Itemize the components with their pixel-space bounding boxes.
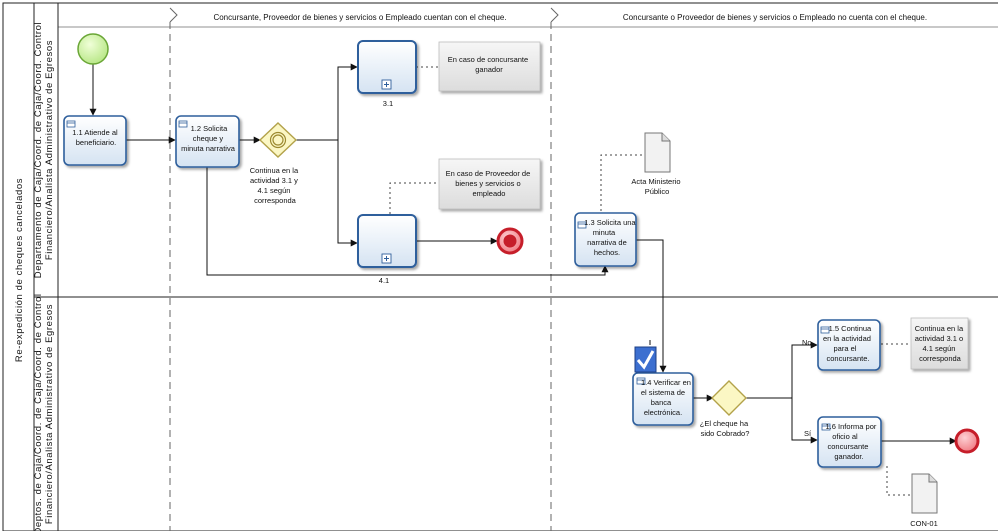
gateway-exclusive[interactable] bbox=[711, 380, 747, 416]
expand-marker-icon bbox=[381, 253, 392, 264]
task-1-2[interactable] bbox=[175, 115, 240, 168]
start-event[interactable] bbox=[77, 33, 109, 65]
document-icon[interactable] bbox=[911, 473, 938, 514]
task-1-4-label: 1.4 Verificar en el sistema de banca ele… bbox=[641, 378, 693, 417]
lane-label-line: Financiero/Analista Administrativo de Eg… bbox=[44, 304, 55, 524]
task-1-4-icon bbox=[636, 377, 646, 385]
annotation-3-text: Continua en la actividad 3.1 o 4.1 según… bbox=[915, 324, 965, 363]
task-1-3-icon bbox=[577, 221, 587, 229]
task-1-6-icon bbox=[821, 423, 831, 431]
task-1-1-icon bbox=[66, 120, 76, 128]
phase-separator-1 bbox=[169, 7, 178, 531]
task-1-5[interactable] bbox=[817, 319, 881, 371]
task-1-2-icon bbox=[178, 120, 188, 128]
end-event-2[interactable] bbox=[954, 428, 980, 454]
subprocess-3-1-label: 3.1 bbox=[383, 99, 393, 108]
gateway-exclusive-label: ¿El cheque ha sido Cobrado? bbox=[700, 419, 750, 438]
subprocess-3-1[interactable] bbox=[357, 40, 417, 94]
task-1-3[interactable] bbox=[574, 212, 637, 267]
sequence-flows bbox=[89, 63, 957, 445]
document-icon[interactable] bbox=[644, 132, 671, 173]
annotation-1-text: En caso de concursante ganador bbox=[448, 55, 531, 74]
edge-label-4-1: 4.1 bbox=[379, 276, 389, 285]
flow-label-si: Sí bbox=[804, 429, 812, 438]
gateway-inclusive-label: Continua en la actividad 3.1 y 4.1 según… bbox=[250, 166, 300, 205]
task-1-5-label: 1.5 Continua en la actividad para el con… bbox=[823, 324, 873, 363]
subprocess-4-1[interactable] bbox=[357, 214, 417, 268]
task-1-6-label: 1.6 Informa por oficio al concursante ga… bbox=[826, 422, 879, 461]
checkmark-icon bbox=[634, 340, 657, 373]
annotation-2-text: En caso de Proveedor de bienes y servici… bbox=[446, 169, 533, 198]
svg-text:Departamento de Caja/Coord. de: Departamento de Caja/Coord. de Caja/Coor… bbox=[33, 22, 55, 279]
document-1-label: Acta Ministerio Público bbox=[631, 177, 682, 196]
expand-marker-icon bbox=[381, 79, 392, 90]
annotation-2 bbox=[438, 158, 541, 210]
task-1-1[interactable] bbox=[63, 115, 127, 166]
task-1-3-label: 1.3 Solicita una minuta narrativa de hec… bbox=[584, 218, 637, 257]
phase-title-2: Concursante o Proveedor de bienes y serv… bbox=[623, 13, 927, 22]
task-1-5-icon bbox=[820, 326, 830, 334]
task-1-6[interactable] bbox=[817, 416, 882, 468]
annotation-1 bbox=[438, 41, 541, 92]
phase-title-1: Concursante, Proveedor de bienes y servi… bbox=[213, 13, 506, 22]
document-2-label: CON-01 bbox=[910, 519, 938, 528]
lane-label-line: Financiero/Analista Administrativo de Eg… bbox=[44, 40, 55, 260]
lane-label-line: Deptos. de Caja/Coord. de Caja/Coord. de… bbox=[33, 293, 44, 531]
pool-title: Re-expedición de cheques cancelados bbox=[14, 178, 25, 362]
lane-1-header: Departamento de Caja/Coord. de Caja/Coor… bbox=[33, 22, 55, 279]
gateway-inclusive[interactable] bbox=[258, 122, 298, 158]
end-event-1[interactable] bbox=[496, 227, 524, 255]
phase-separator-2 bbox=[550, 7, 559, 531]
lane-2-header: Deptos. de Caja/Coord. de Caja/Coord. de… bbox=[33, 293, 55, 531]
task-1-2-label: 1.2 Solicita cheque y minuta narrativa bbox=[181, 124, 236, 153]
flow-label-no: No bbox=[802, 338, 812, 347]
task-1-4[interactable] bbox=[632, 372, 694, 426]
task-1-1-label: 1.1 Atiende al beneficiario. bbox=[72, 128, 120, 147]
annotation-3 bbox=[910, 317, 969, 370]
lane-label-line: Departamento de Caja/Coord. de Caja/Coor… bbox=[33, 22, 44, 279]
associations bbox=[389, 66, 910, 496]
svg-text:Deptos. de Caja/Coord. de Caja: Deptos. de Caja/Coord. de Caja/Coord. de… bbox=[33, 293, 55, 531]
